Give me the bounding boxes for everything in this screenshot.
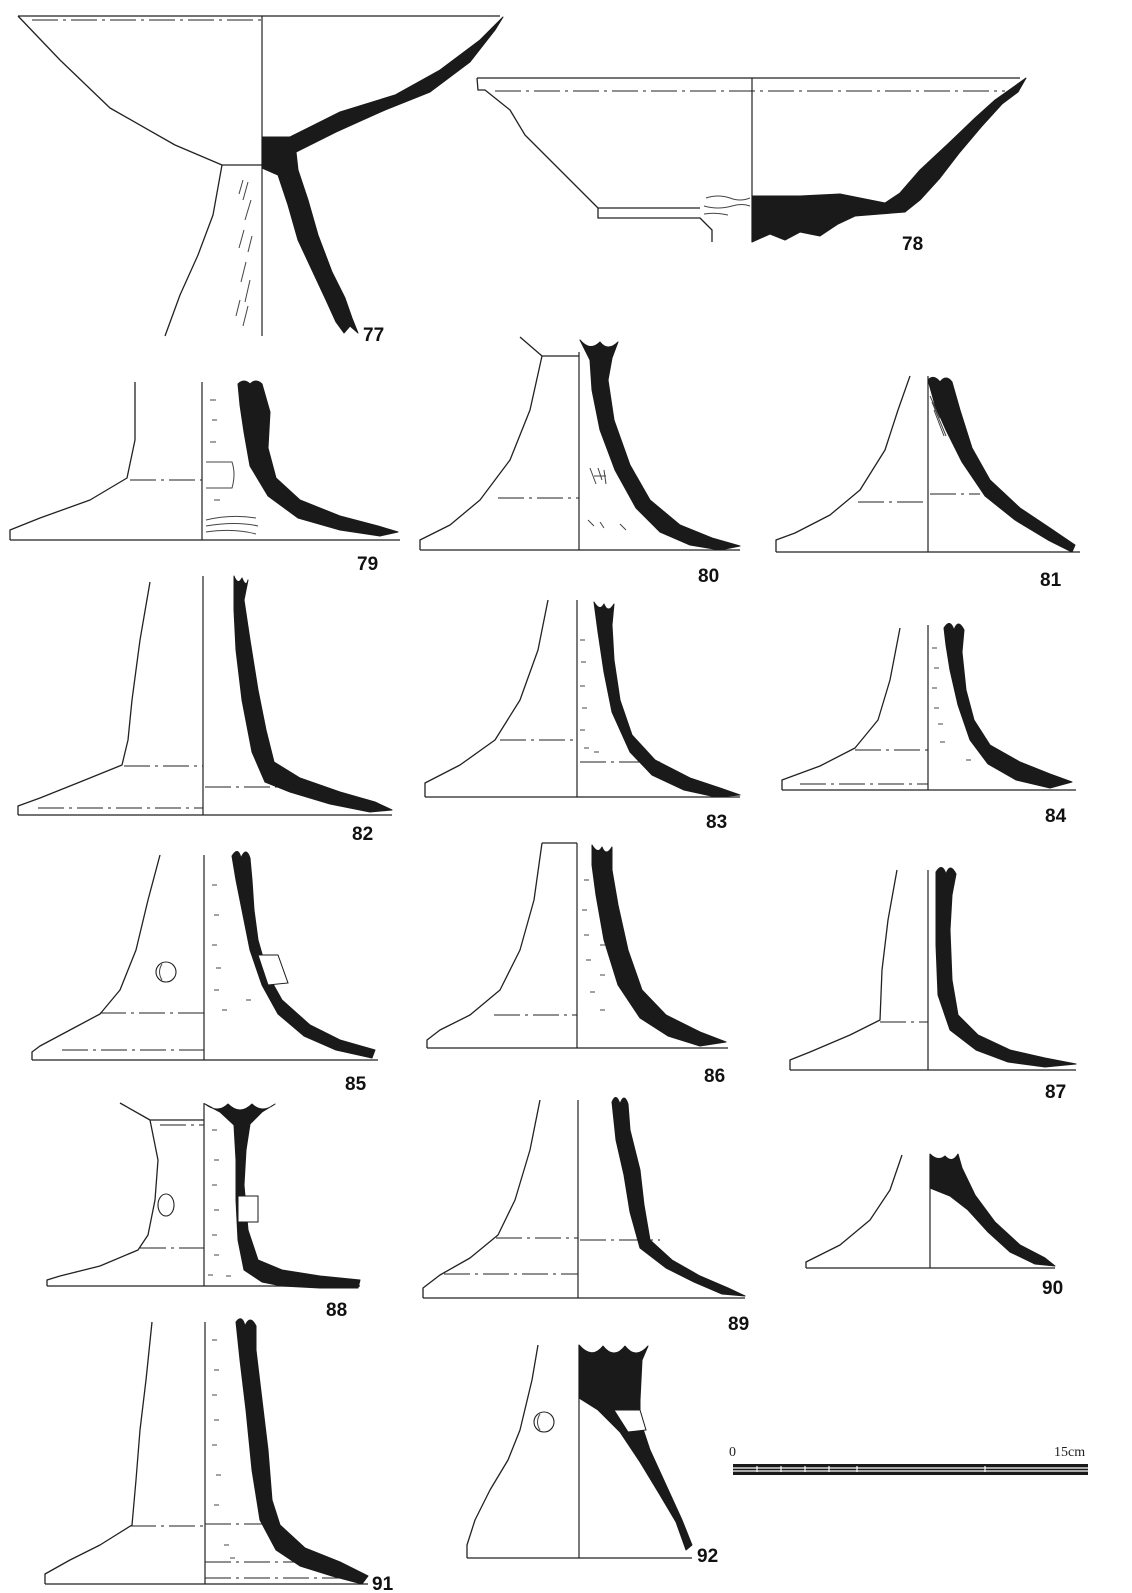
scale-bar-end-label: 15cm [1054, 1445, 1085, 1460]
vessel-83-drawing [424, 599, 741, 798]
vessel-78-label: 78 [902, 234, 923, 255]
scale-bar-start-label: 0 [729, 1445, 736, 1460]
vessel-89-drawing [422, 1097, 746, 1299]
vessel-88-drawing [46, 1102, 361, 1289]
vessel-87-drawing [789, 867, 1077, 1071]
vessel-84-drawing [781, 623, 1076, 791]
vessel-81-drawing [775, 375, 1080, 553]
vessel-83-label: 83 [706, 812, 727, 833]
vessel-84-label: 84 [1045, 806, 1067, 827]
vessel-78-drawing [476, 77, 1027, 243]
vessel-82-drawing [17, 575, 393, 816]
vessel-87-label: 87 [1045, 1082, 1066, 1103]
vessel-79-label: 79 [357, 554, 378, 575]
vessel-90-drawing [805, 1153, 1056, 1269]
vessel-86-label: 86 [704, 1066, 725, 1087]
vessel-85-label: 85 [345, 1074, 367, 1095]
vessel-88-label: 88 [326, 1300, 347, 1321]
vessel-81-label: 81 [1040, 570, 1062, 591]
scale-bar [733, 1464, 1088, 1475]
vessel-82-label: 82 [352, 824, 373, 845]
vessel-77-label: 77 [363, 325, 384, 346]
vessel-90-label: 90 [1042, 1278, 1063, 1299]
scale-bar-fill [733, 1464, 1088, 1475]
vessel-89-label: 89 [728, 1314, 749, 1335]
vessel-79-drawing [9, 380, 400, 541]
vessel-80-label: 80 [698, 566, 719, 587]
vessel-92-label: 92 [697, 1546, 718, 1567]
vessel-80-drawing [419, 336, 741, 551]
vessel-86-drawing [426, 842, 728, 1049]
vessel-92-drawing [466, 1344, 693, 1559]
vessel-77-drawing [17, 15, 504, 337]
vessel-85-drawing [31, 851, 378, 1061]
vessel-91-label: 91 [372, 1574, 394, 1593]
vessel-91-drawing [44, 1318, 369, 1585]
